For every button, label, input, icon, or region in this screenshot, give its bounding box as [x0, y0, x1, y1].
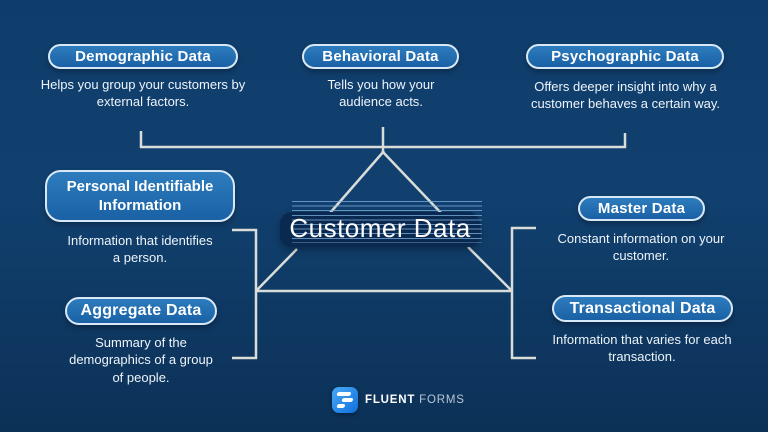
node-personal-identifiable-information: Personal Identifiable Information	[45, 170, 235, 222]
node-transactional-data: Transactional Data	[552, 295, 733, 322]
node-behavioral-label: Behavioral Data	[322, 48, 439, 65]
center-node-title: Customer Data	[289, 212, 471, 243]
node-master-data: Master Data	[578, 196, 705, 221]
node-aggregate-data: Aggregate Data	[65, 297, 217, 325]
node-psychographic-label: Psychographic Data	[551, 48, 699, 65]
brand-name-primary: FLUENT	[365, 394, 416, 406]
node-behavioral-description: Tells you how your audience acts.	[327, 77, 435, 110]
node-psychographic-data: Psychographic Data	[526, 44, 724, 69]
fluent-forms-icon	[332, 387, 358, 413]
node-transactional-label: Transactional Data	[569, 299, 716, 317]
node-psychographic-description: Offers deeper insight into why a custome…	[530, 79, 721, 112]
node-demographic-label: Demographic Data	[75, 48, 211, 65]
node-master-label: Master Data	[597, 200, 686, 217]
brand-wordmark: FLUENT FORMS	[365, 394, 465, 406]
node-master-description: Constant information on your customer.	[557, 231, 725, 264]
brand-logo: FLUENT FORMS	[332, 387, 465, 413]
node-pii-description: Information that identifies a person.	[67, 233, 213, 266]
node-demographic-data: Demographic Data	[48, 44, 238, 69]
node-aggregate-label: Aggregate Data	[80, 302, 202, 319]
node-transactional-description: Information that varies for each transac…	[552, 332, 732, 365]
node-demographic-description: Helps you group your customers by extern…	[40, 77, 246, 110]
node-aggregate-description: Summary of the demographics of a group o…	[69, 335, 213, 385]
center-node-stripes-decoration	[292, 201, 482, 243]
brand-name-secondary: FORMS	[419, 394, 465, 406]
node-behavioral-data: Behavioral Data	[302, 44, 459, 69]
node-pii-label: Personal Identifiable Information	[66, 177, 214, 215]
